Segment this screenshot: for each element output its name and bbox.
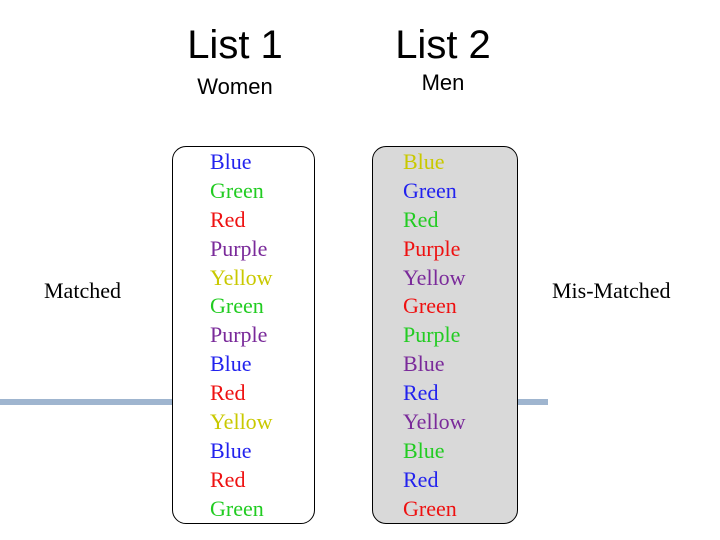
list-2-word: Red — [403, 380, 439, 406]
list-2-word: Red — [403, 206, 439, 232]
list-2-word: Blue — [403, 149, 445, 174]
list-1-word: Purple — [210, 235, 268, 261]
list-1-word: Green — [210, 293, 264, 319]
list-1-word: Green — [210, 495, 264, 521]
list-1-word: Yellow — [210, 409, 273, 435]
divider-line-right — [518, 399, 548, 405]
list-2-word: Yellow — [403, 409, 466, 435]
list-2-word: Yellow — [403, 264, 466, 290]
list-1-word: Red — [210, 466, 246, 492]
list-1-word: Purple — [210, 322, 268, 348]
list-2-box — [372, 146, 518, 524]
list-1-word: Blue — [210, 437, 252, 463]
list-1-box — [172, 146, 315, 524]
list-1-word: Blue — [210, 149, 252, 174]
list-1-word: Red — [210, 206, 246, 232]
list-1-word: Red — [210, 380, 246, 406]
list-2-word: Blue — [403, 351, 445, 377]
list-2-word: Red — [403, 466, 439, 492]
list-2-word: Green — [403, 293, 457, 319]
list-1-subtitle: Women — [197, 74, 273, 99]
list-2-word: Blue — [403, 437, 445, 463]
list-1-word: Blue — [210, 351, 252, 377]
list-2-word: Green — [403, 177, 457, 203]
list-1-word: Green — [210, 177, 264, 203]
list-2-word: Purple — [403, 235, 461, 261]
matched-label: Matched — [44, 278, 121, 303]
list-1-title: List 1 — [187, 23, 283, 67]
list-1-word: Yellow — [210, 264, 273, 290]
list-2-word: Purple — [403, 322, 461, 348]
list-2-subtitle: Men — [421, 70, 465, 95]
mismatched-label: Mis-Matched — [552, 278, 671, 303]
list-2-title: List 2 — [395, 23, 491, 67]
divider-line-left — [0, 399, 175, 405]
list-2-word: Green — [403, 495, 457, 521]
